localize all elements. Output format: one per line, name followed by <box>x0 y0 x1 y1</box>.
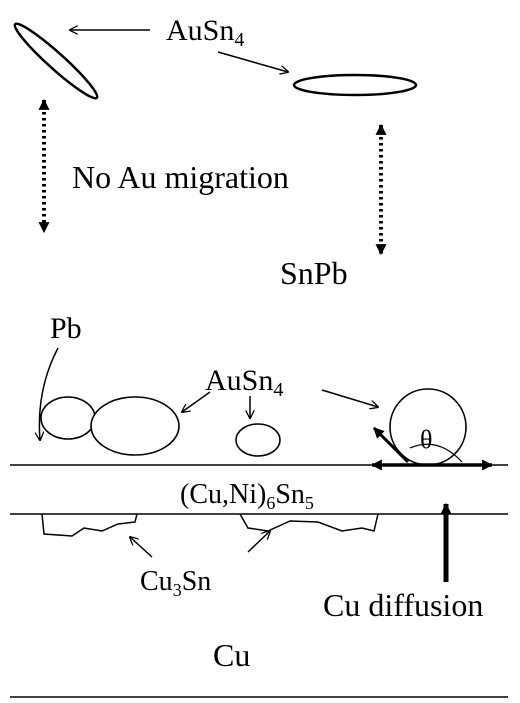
cuni-layer-label: (Cu,Ni)6Sn5 <box>180 479 314 513</box>
tilted-ausn4-particle <box>13 22 99 100</box>
pb-label: Pb <box>50 312 82 345</box>
tangent-arrow <box>372 426 410 464</box>
no-au-migration-label: No Au migration <box>72 159 289 195</box>
snpb-label: SnPb <box>280 255 348 291</box>
theta-label: θ <box>420 425 432 454</box>
ausn4-arrow-left <box>182 391 211 412</box>
cu3sn-arrow-left <box>130 537 153 558</box>
pb-pointer-arrow <box>39 347 59 440</box>
cu-diffusion-label: Cu diffusion <box>323 587 483 623</box>
ausn4-arrow-right <box>321 389 378 407</box>
ausn4-top-label: AuSn4 <box>166 14 244 51</box>
contact-angle-arc <box>409 443 463 463</box>
ausn4-bottom-label: AuSn4 <box>205 364 283 401</box>
cu3sn-label: Cu3Sn <box>140 566 211 600</box>
cu3sn-squiggle-right <box>239 513 379 532</box>
ausn4-particle-small <box>235 423 281 457</box>
flat-ausn4-particle <box>292 73 418 97</box>
cu-label: Cu <box>213 637 250 673</box>
arrow-to-flat-particle <box>217 51 288 72</box>
cu3sn-arrow-right <box>247 531 270 553</box>
cu3sn-squiggle-left <box>41 513 138 537</box>
pb-particle <box>40 396 96 440</box>
ausn4-particle-large <box>90 396 180 456</box>
